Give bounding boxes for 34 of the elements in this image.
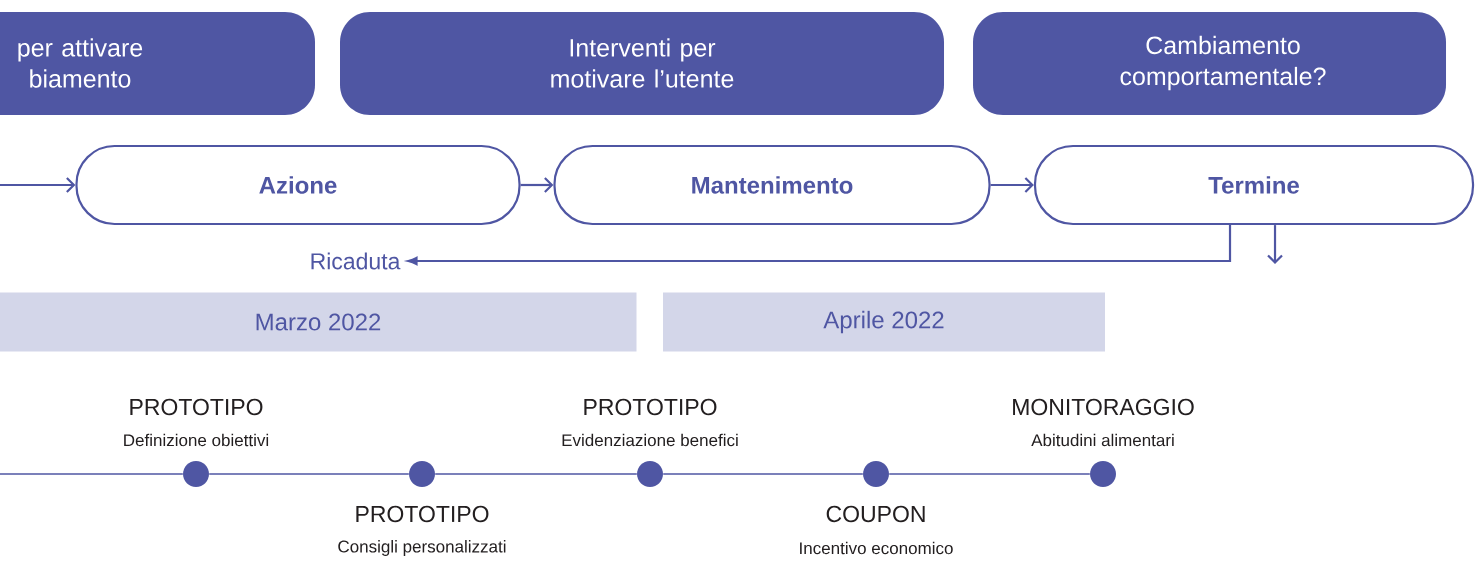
- heading-box: Cambiamento comportamentale?: [973, 12, 1446, 115]
- timeline-dot: [1090, 461, 1116, 487]
- arrow: [990, 177, 1034, 193]
- arrow: [1267, 225, 1283, 264]
- timeline-dot: [863, 461, 889, 487]
- timeline-line: [662, 473, 864, 475]
- month-band: Marzo 2022: [0, 292, 637, 352]
- heading-box: per attivare biamento: [0, 12, 315, 115]
- heading-box: Interventi per motivare l’utente: [340, 12, 944, 115]
- timeline-line: [208, 473, 410, 475]
- month-band: Aprile 2022: [663, 292, 1105, 352]
- stage-box: Azione: [75, 144, 521, 226]
- stage-box: Mantenimento: [553, 144, 991, 226]
- arrow: [407, 225, 1232, 266]
- timeline-line: [0, 473, 184, 475]
- arrow: [0, 177, 76, 193]
- timeline-line: [888, 473, 1091, 475]
- milestone-title: PROTOTIPO: [584, 398, 717, 416]
- milestone-description: Evidenziazione benefici: [562, 433, 738, 447]
- milestone-title: PROTOTIPO: [130, 398, 263, 416]
- relapse-label: Ricaduta: [311, 252, 401, 270]
- timeline-dot: [409, 461, 435, 487]
- milestone-title: COUPON: [826, 505, 925, 523]
- milestone-title: PROTOTIPO: [356, 505, 489, 523]
- milestone-description: Abitudini alimentari: [1031, 433, 1174, 447]
- stage-box: Termine: [1033, 144, 1475, 226]
- arrow: [520, 177, 554, 193]
- timeline-dot: [183, 461, 209, 487]
- timeline-dot: [637, 461, 663, 487]
- milestone-title: MONITORAGGIO: [1013, 398, 1194, 416]
- milestone-description: Incentivo economico: [800, 541, 953, 555]
- milestone-description: Definizione obiettivi: [124, 433, 269, 447]
- milestone-description: Consigli personalizzati: [338, 540, 506, 556]
- timeline-line: [434, 473, 638, 475]
